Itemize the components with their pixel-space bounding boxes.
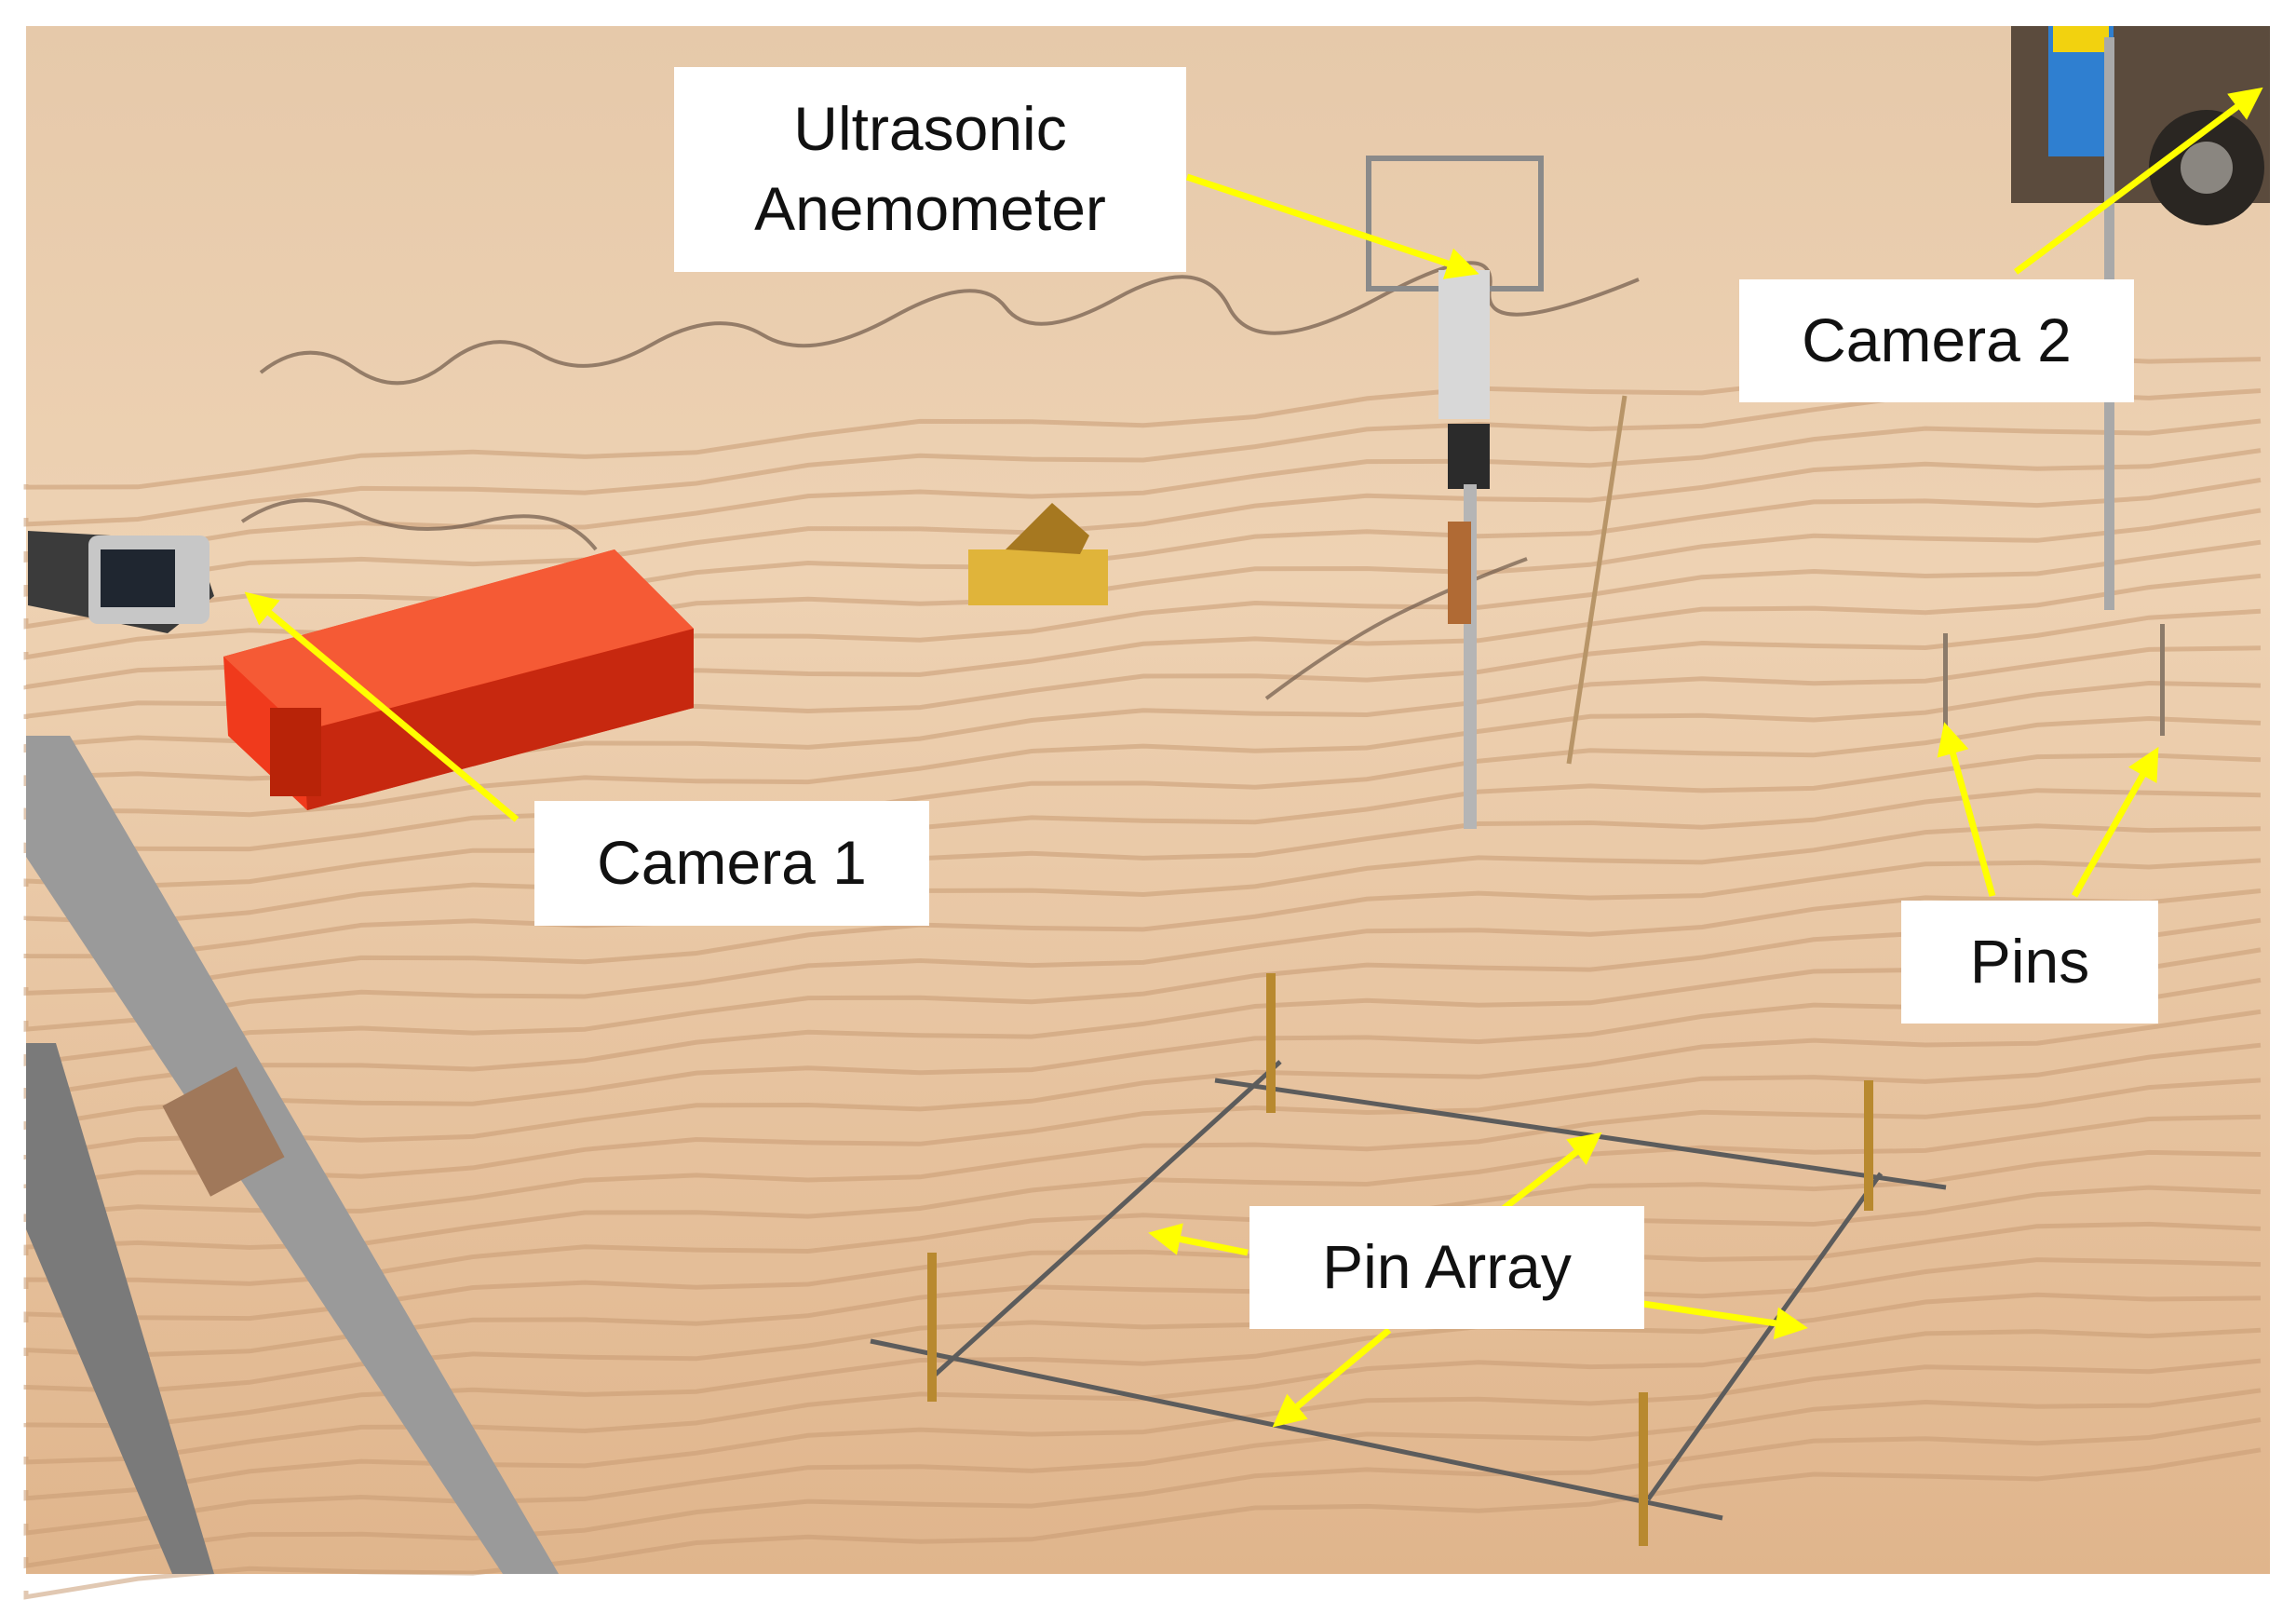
pin-array-rods bbox=[927, 973, 1873, 1546]
vehicle bbox=[2011, 26, 2270, 225]
yellow-instrument bbox=[968, 503, 1108, 605]
ripple-line bbox=[23, 977, 2262, 1131]
arrow-anemometer bbox=[1185, 173, 1479, 279]
ripple-line bbox=[23, 1185, 2262, 1322]
label-camera2: Camera 2 bbox=[1739, 279, 2134, 402]
anemometer-assembly bbox=[1366, 156, 1544, 829]
ripple-line bbox=[23, 1447, 2262, 1600]
ripple-line bbox=[23, 680, 2262, 820]
ripple-line bbox=[23, 888, 2262, 1032]
ripple-line bbox=[23, 418, 2262, 563]
arrow-camera1 bbox=[244, 591, 520, 822]
ripple-line bbox=[23, 1417, 2262, 1569]
ripple-line bbox=[23, 1388, 2262, 1536]
label-pin-array: Pin Array bbox=[1249, 1206, 1644, 1329]
ripple-line bbox=[23, 753, 2262, 888]
ripple-line bbox=[23, 788, 2262, 925]
annotation-arrows bbox=[244, 87, 2263, 1428]
arrow-array-left bbox=[1148, 1223, 1249, 1256]
ripple-line bbox=[23, 823, 2262, 959]
pin-left bbox=[1943, 633, 1948, 736]
arrow-array-down bbox=[1272, 1327, 1392, 1428]
arrow-camera2 bbox=[2013, 87, 2263, 275]
red-storage-box bbox=[223, 549, 694, 810]
cables bbox=[240, 261, 1640, 700]
arrow-array-up bbox=[1498, 1132, 1602, 1214]
label-anemometer-line2: Anemometer bbox=[754, 174, 1106, 243]
label-anemometer-line1: Ultrasonic bbox=[793, 94, 1067, 164]
ripple-line bbox=[23, 448, 2262, 597]
label-pins: Pins bbox=[1901, 901, 2158, 1024]
arrow-pins-right bbox=[2071, 746, 2159, 898]
ripple-line bbox=[23, 1009, 2262, 1160]
ripple-line bbox=[23, 1358, 2262, 1501]
ripple-line bbox=[23, 858, 2262, 996]
arrow-pins-left bbox=[1937, 722, 1996, 897]
ripple-line bbox=[23, 1221, 2262, 1358]
ripple-line bbox=[23, 917, 2262, 1066]
ripple-line bbox=[23, 947, 2262, 1099]
label-camera1: Camera 1 bbox=[534, 801, 929, 926]
ripple-line bbox=[23, 1292, 2262, 1429]
ripple-line bbox=[23, 715, 2262, 853]
camera1-device bbox=[28, 531, 214, 633]
ripple-line bbox=[23, 1327, 2262, 1465]
grass-stalk bbox=[1566, 395, 1627, 765]
pin-right bbox=[2160, 624, 2165, 736]
tripod bbox=[26, 736, 559, 1574]
arrow-array-right bbox=[1642, 1300, 1808, 1340]
ripple-line bbox=[23, 1257, 2262, 1394]
label-ultrasonic-anemometer: Ultrasonic Anemometer bbox=[674, 67, 1186, 272]
